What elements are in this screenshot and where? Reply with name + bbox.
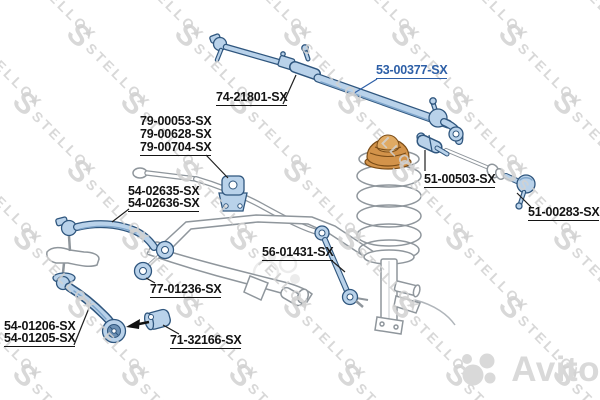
- part-label-54-01205: 54-01205-SX: [4, 331, 76, 347]
- part-label-71-32166: 71-32166-SX: [170, 333, 242, 349]
- tie-rod-outline: [444, 148, 506, 181]
- install-direction-arrow-icon: [126, 319, 140, 329]
- part-label-54-02635: 54-02635-SX: [128, 184, 200, 198]
- part-label-56-01431: 56-01431-SX: [262, 245, 334, 261]
- part-label-79-00628: 79-00628-SX: [140, 127, 212, 141]
- strut-mount-bushing-part: [133, 261, 153, 281]
- stabilizer-bushing-part: [218, 175, 248, 212]
- stabilizer-bar-outline: [132, 167, 324, 236]
- avito-wordmark: Avito: [511, 350, 600, 389]
- bump-stop-part: [364, 134, 412, 170]
- part-label-79-00704: 79-00704-SX: [140, 140, 212, 156]
- part-label-53-00377: 53-00377-SX: [376, 63, 448, 79]
- part-label-77-01236: 77-01236-SX: [150, 282, 222, 298]
- part-label-51-00503: 51-00503-SX: [424, 172, 496, 188]
- part-label-54-02636: 54-02636-SX: [128, 196, 200, 212]
- stabilizer-end-link-part: [314, 225, 364, 308]
- control-arm-part: [52, 272, 127, 344]
- outer-tie-rod-end-part: [503, 173, 536, 210]
- site-watermark: Avito: [461, 348, 600, 392]
- knuckle-outline-left: [46, 235, 100, 274]
- part-label-54-01206: 54-01206-SX: [4, 319, 76, 333]
- drag-link-part: [209, 33, 464, 145]
- inner-tie-rod-joint-part: [416, 132, 450, 157]
- control-arm-bushing-part: [126, 308, 171, 331]
- tension-strut-part: [55, 216, 175, 260]
- part-label-74-21801: 74-21801-SX: [216, 90, 288, 106]
- part-label-51-00283: 51-00283-SX: [528, 205, 600, 221]
- part-label-79-00053: 79-00053-SX: [140, 114, 212, 128]
- avito-logo-icon: [462, 353, 496, 386]
- leader-lines: [73, 74, 532, 346]
